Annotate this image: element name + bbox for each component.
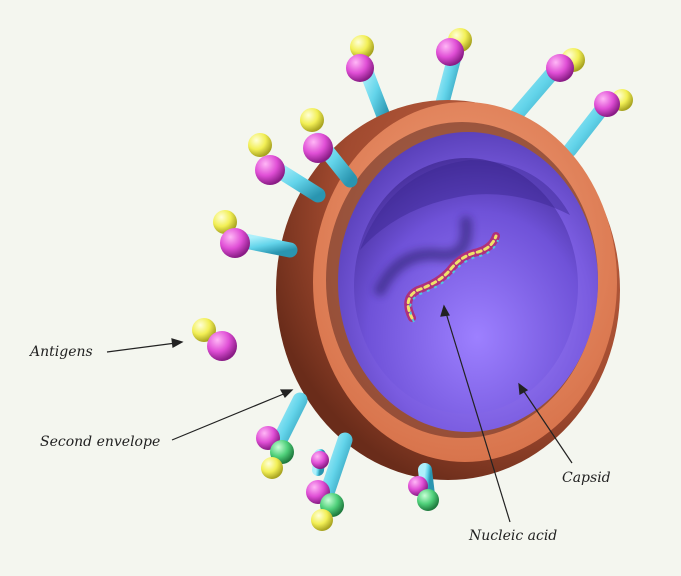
- label-nucleic-acid: Nucleic acid: [468, 528, 557, 544]
- label-capsid: Capsid: [562, 470, 611, 486]
- label-second-envelope: Second envelope: [40, 434, 160, 450]
- label-antigens: Antigens: [28, 344, 93, 360]
